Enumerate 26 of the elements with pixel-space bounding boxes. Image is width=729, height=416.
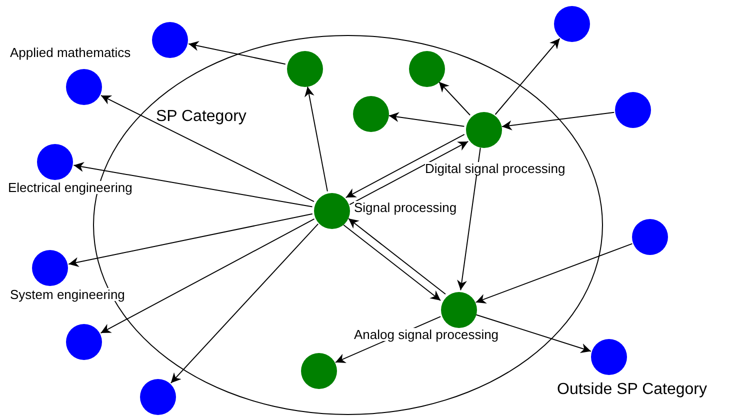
arrow	[73, 162, 313, 208]
arrow	[68, 213, 313, 268]
arrow	[388, 112, 465, 127]
node-label: Electrical engineering	[8, 181, 132, 194]
node-label: Signal processing	[354, 201, 457, 214]
arrow	[100, 218, 315, 334]
arrow	[349, 140, 469, 206]
arrow	[348, 218, 446, 295]
node-label: System engineering	[10, 288, 125, 301]
arrow	[343, 224, 442, 301]
arrow	[475, 243, 633, 304]
arrow	[476, 314, 592, 353]
node-label: Analog signal processing	[354, 328, 499, 341]
node-label: Applied mathematics	[10, 46, 131, 59]
area-label: Outside SP Category	[557, 382, 708, 398]
arrow	[345, 134, 465, 198]
arrow	[100, 94, 314, 202]
arrow	[438, 81, 471, 116]
arrow	[501, 112, 615, 130]
arrow	[494, 38, 560, 115]
arrow	[457, 147, 481, 291]
arrow	[188, 41, 286, 65]
node-label: Digital signal processing	[425, 162, 566, 175]
arrow	[304, 86, 328, 192]
category-label: SP Category	[156, 109, 246, 125]
arrow	[170, 223, 319, 384]
